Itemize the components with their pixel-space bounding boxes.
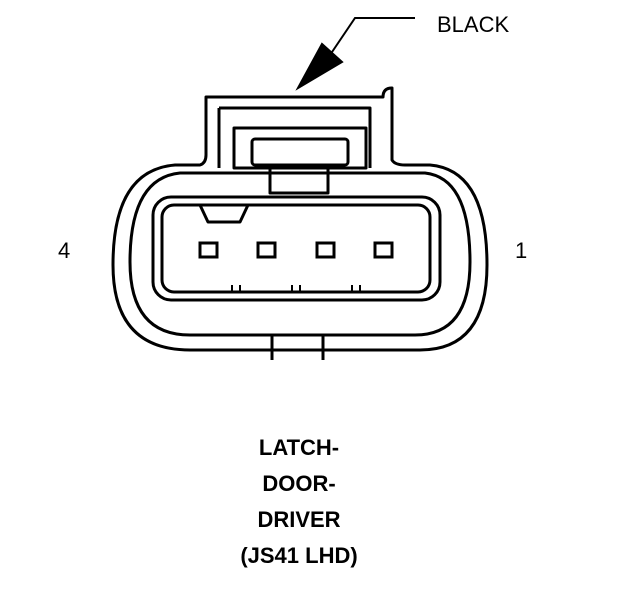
caption-line: LATCH- xyxy=(258,435,340,460)
pin-number-right: 1 xyxy=(515,238,528,263)
pin-number-left: 4 xyxy=(58,238,71,263)
caption-line: DRIVER xyxy=(257,507,341,532)
locating-rib xyxy=(270,335,325,360)
terminal-pin-4 xyxy=(198,241,219,259)
latch-arm xyxy=(217,106,372,168)
caption-line: DOOR- xyxy=(262,471,336,496)
terminal-cavity-outer xyxy=(151,195,442,302)
latch-button xyxy=(250,137,350,167)
connector-caption: LATCH- DOOR- DRIVER (JS41 LHD) xyxy=(0,430,598,574)
polarization-key xyxy=(198,204,250,224)
connector-inner-outline xyxy=(128,171,472,337)
terminal-cavity-inner xyxy=(160,203,432,294)
callout-leader-line xyxy=(329,17,415,56)
latch-ramp xyxy=(268,168,330,195)
latch-tab xyxy=(232,126,368,170)
terminal-pin-2 xyxy=(315,241,336,259)
wire-color-label: BLACK xyxy=(437,12,510,37)
caption-line: (JS41 LHD) xyxy=(240,543,358,568)
terminal-pin-3 xyxy=(256,241,277,259)
terminal-pin-1 xyxy=(373,241,394,259)
callout-arrowhead xyxy=(295,42,344,91)
connector-housing-outline xyxy=(111,86,489,352)
